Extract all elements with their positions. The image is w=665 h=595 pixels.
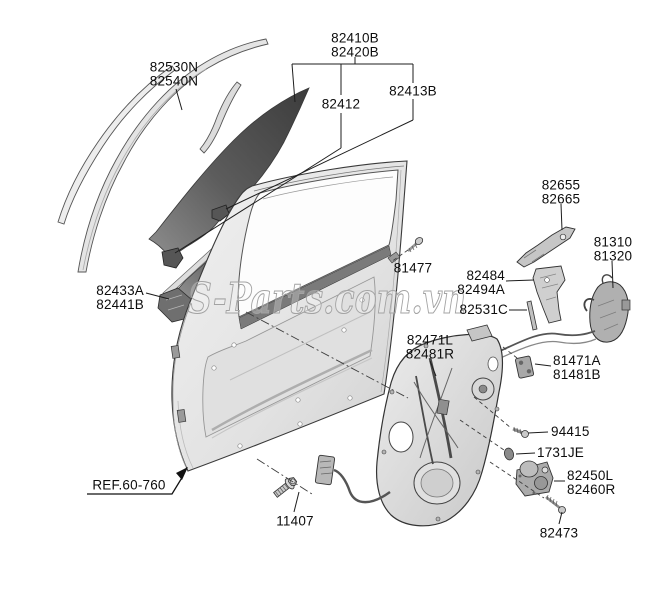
screw-94415-art (512, 426, 529, 438)
part-label-1731je[interactable]: 1731JE (537, 445, 584, 460)
ref-60-760-link[interactable]: REF.60-760 (92, 477, 166, 493)
part-label-82473[interactable]: 82473 (539, 525, 579, 541)
ref-arrow (87, 467, 188, 495)
latch-cables-art (495, 330, 597, 361)
glass-run-channel-art (57, 38, 269, 273)
part-label-82412[interactable]: 82412 (320, 96, 362, 112)
rear-glass-channel-art (199, 81, 242, 154)
watermark-text: S-Parts.com.vn (188, 274, 466, 323)
part-label-81477[interactable]: 81477 (393, 260, 433, 276)
callout-lines (145, 57, 614, 525)
screw-81477-art (407, 237, 424, 253)
door-striker-art (515, 355, 535, 379)
regulator-motor-art (515, 460, 554, 497)
door-shell-art (170, 160, 408, 472)
part-label-82531c[interactable]: 82531C (459, 302, 508, 317)
part-label-82413b[interactable]: 82413B (388, 83, 438, 99)
assembly-axis-lines (245, 249, 545, 499)
screw-82473-art (545, 494, 566, 514)
door-latch-art (583, 274, 631, 343)
glass-grip-clips-art (161, 204, 230, 269)
bolt-11407-art (273, 477, 298, 498)
connecting-rod-art (526, 300, 538, 331)
handle-bracket-art (532, 265, 566, 324)
part-label-94415[interactable]: 94415 (551, 424, 590, 439)
part-label-11407[interactable]: 11407 (276, 513, 314, 529)
grommet-art (503, 447, 515, 461)
handle-base-art (516, 226, 576, 268)
door-module-panel-art (314, 324, 504, 527)
